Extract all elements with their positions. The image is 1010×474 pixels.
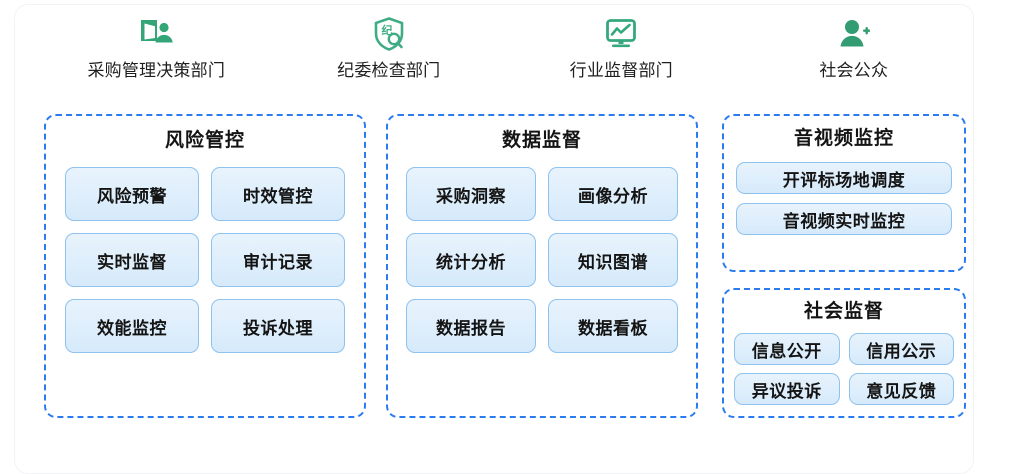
actor-label: 采购管理决策部门 bbox=[87, 61, 226, 80]
chip-timeliness-control[interactable]: 时效管控 bbox=[211, 167, 345, 221]
panel-title: 音视频监控 bbox=[793, 128, 894, 149]
chip-risk-warning[interactable]: 风险预警 bbox=[65, 167, 199, 221]
architecture-diagram: 采购管理决策部门 纪 纪委检查部门 bbox=[40, 14, 970, 418]
actor-label: 社会公众 bbox=[819, 61, 889, 80]
chip-procurement-insight[interactable]: 采购洞察 bbox=[406, 167, 536, 221]
panel-title: 社会监督 bbox=[803, 301, 884, 322]
actor-label: 行业监督部门 bbox=[569, 61, 673, 80]
actor-row: 采购管理决策部门 纪 纪委检查部门 bbox=[40, 14, 970, 96]
chip-statistical-analysis[interactable]: 统计分析 bbox=[406, 233, 536, 287]
chip-realtime-supervision[interactable]: 实时监督 bbox=[65, 233, 199, 287]
actor-industry-supervision[interactable]: 行业监督部门 bbox=[505, 14, 738, 96]
presenter-board-person-icon bbox=[136, 14, 176, 54]
monitor-chart-icon bbox=[601, 14, 641, 54]
chip-efficiency-monitor[interactable]: 效能监控 bbox=[65, 299, 199, 353]
chip-information-disclosure[interactable]: 信息公开 bbox=[734, 333, 840, 365]
panel-social-supervision: 社会监督 信息公开 信用公示 异议投诉 意见反馈 bbox=[722, 288, 966, 418]
chip-portrait-analysis[interactable]: 画像分析 bbox=[548, 167, 678, 221]
shield-inspect-icon: 纪 bbox=[369, 14, 409, 54]
chip-audit-record[interactable]: 审计记录 bbox=[211, 233, 345, 287]
chip-data-dashboard[interactable]: 数据看板 bbox=[548, 299, 678, 353]
chip-bid-venue-scheduling[interactable]: 开评标场地调度 bbox=[736, 162, 952, 194]
chip-data-report[interactable]: 数据报告 bbox=[406, 299, 536, 353]
data-chip-grid: 采购洞察 画像分析 统计分析 知识图谱 数据报告 数据看板 bbox=[406, 167, 678, 353]
chip-credit-publicity[interactable]: 信用公示 bbox=[848, 333, 954, 365]
chip-opinion-feedback[interactable]: 意见反馈 bbox=[848, 373, 954, 405]
actor-public[interactable]: 社会公众 bbox=[738, 14, 971, 96]
chip-complaint-handling[interactable]: 投诉处理 bbox=[211, 299, 345, 353]
panel-risk-control: 风险管控 风险预警 时效管控 实时监督 审计记录 效能监控 投诉处理 bbox=[44, 114, 366, 418]
actor-discipline-inspection[interactable]: 纪 纪委检查部门 bbox=[273, 14, 506, 96]
panel-title: 数据监督 bbox=[501, 130, 582, 151]
chip-realtime-av-monitoring[interactable]: 音视频实时监控 bbox=[736, 203, 952, 235]
actor-procurement-decision[interactable]: 采购管理决策部门 bbox=[40, 14, 273, 96]
svg-text:纪: 纪 bbox=[381, 23, 392, 37]
chip-knowledge-graph[interactable]: 知识图谱 bbox=[548, 233, 678, 287]
panel-audio-video-monitoring: 音视频监控 开评标场地调度 音视频实时监控 bbox=[722, 114, 966, 272]
actor-label: 纪委检查部门 bbox=[337, 61, 441, 80]
user-plus-icon bbox=[834, 14, 874, 54]
chip-objection-complaint[interactable]: 异议投诉 bbox=[734, 373, 840, 405]
social-chip-grid: 信息公开 信用公示 异议投诉 意见反馈 bbox=[734, 333, 954, 405]
panel-data-supervision: 数据监督 采购洞察 画像分析 统计分析 知识图谱 数据报告 数据看板 bbox=[386, 114, 698, 418]
panel-title: 风险管控 bbox=[164, 130, 245, 151]
risk-chip-grid: 风险预警 时效管控 实时监督 审计记录 效能监控 投诉处理 bbox=[65, 167, 345, 353]
audio-video-chip-stack: 开评标场地调度 音视频实时监控 bbox=[736, 162, 952, 235]
